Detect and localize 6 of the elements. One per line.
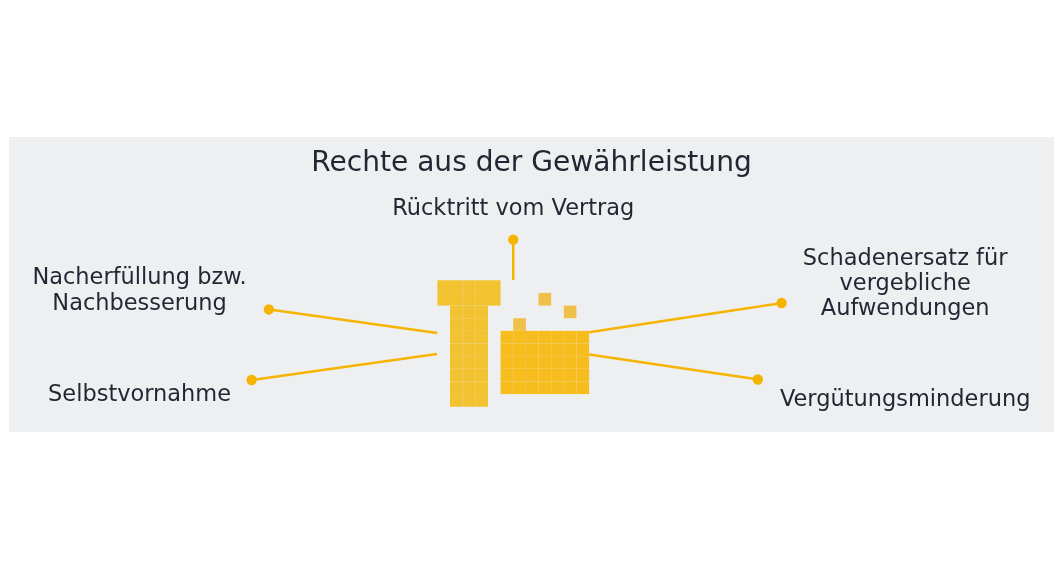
- node-text: Nacherfüllung bzw. Nachbesserung: [32, 262, 247, 314]
- node-text: Selbstvornahme: [48, 379, 232, 406]
- node-text: Vergütungsminderung: [779, 384, 1031, 411]
- diagram-title: Rechte aus der Gewährleistung: [311, 144, 752, 178]
- node-text: Rücktritt vom Vertrag: [392, 193, 635, 220]
- node-text: Schadenersatz für vergebliche Aufwendungen: [802, 243, 1008, 320]
